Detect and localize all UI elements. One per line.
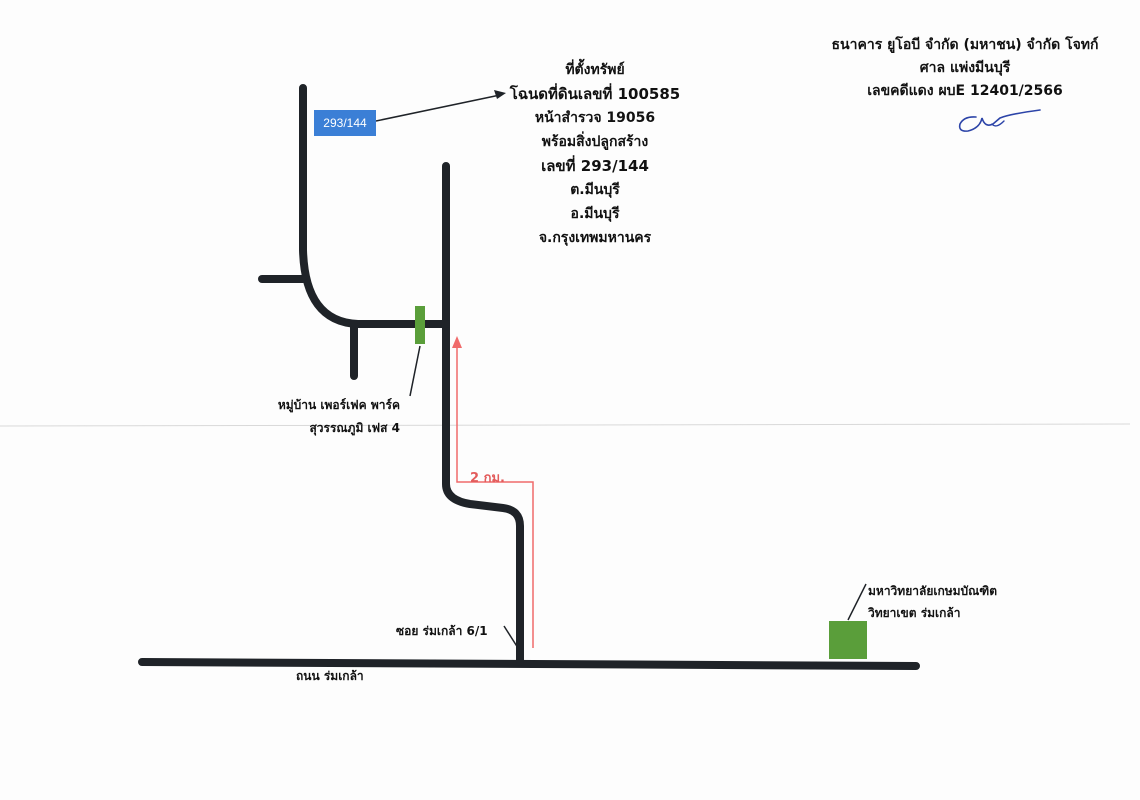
- house-pointer-line: [375, 94, 501, 122]
- village-leader-line: [409, 345, 421, 397]
- house-pointer-arrowhead: [494, 90, 506, 99]
- soi-leader-line: [503, 625, 519, 649]
- survey-number: หน้าสำรวจ 19056: [534, 110, 656, 126]
- signature-stroke-2: [991, 120, 1005, 127]
- building-note: พร้อมสิ่งปลูกสร้าง: [541, 134, 649, 150]
- village-label: หมู่บ้าน เพอร์เฟค พาร์ค สุวรรณภูมิ เฟส 4: [250, 394, 400, 440]
- court-line: ศาล แพ่งมีนบุรี: [919, 60, 1011, 76]
- case-number-line: เลขคดีแดง ผบE 12401/2566: [867, 83, 1063, 99]
- village-name-line1: หมู่บ้าน เพอร์เฟค พาร์ค: [277, 398, 400, 412]
- scan-fold-line: [0, 423, 1131, 427]
- property-title: ที่ตั้งทรัพย์: [565, 62, 625, 78]
- deed-number: โฉนดที่ดินเลขที่ 100585: [509, 85, 681, 103]
- university-name-line1: มหาวิทยาลัยเกษมบัณฑิต: [868, 584, 998, 598]
- case-header: ธนาคาร ยูโอบี จำกัด (มหาชน) จำกัด โจทก์ …: [820, 34, 1110, 103]
- village-name-line2: สุวรรณภูมิ เฟส 4: [309, 421, 400, 435]
- soi-road: [442, 162, 524, 666]
- main-road: [138, 658, 920, 670]
- university-label: มหาวิทยาลัยเกษมบัณฑิต วิทยาเขต ร่มเกล้า: [868, 580, 997, 624]
- main-road-label: ถนน ร่มเกล้า: [296, 669, 364, 683]
- distance-label: 2 กม.: [470, 471, 505, 486]
- route-arrow-head: [452, 336, 462, 348]
- signature-icon: [958, 109, 1041, 132]
- route-arrow-line: [456, 342, 534, 648]
- district: อ.มีนบุรี: [570, 206, 620, 222]
- village-gate-marker: [415, 306, 425, 344]
- soi-label: ซอย ร่มเกล้า 6/1: [396, 624, 488, 638]
- subdistrict: ต.มีนบุรี: [570, 182, 620, 198]
- house-number: เลขที่ 293/144: [541, 157, 649, 175]
- province: จ.กรุงเทพมหานคร: [538, 230, 652, 246]
- property-info: ที่ตั้งทรัพย์ โฉนดที่ดินเลขที่ 100585 หน…: [480, 58, 710, 250]
- university-marker: [829, 621, 867, 659]
- university-name-line2: วิทยาเขต ร่มเกล้า: [868, 606, 961, 620]
- plaintiff-line: ธนาคาร ยูโอบี จำกัด (มหาชน) จำกัด โจทก์: [831, 37, 1099, 53]
- university-leader-line: [847, 583, 867, 621]
- house-marker: 293/144: [314, 110, 376, 136]
